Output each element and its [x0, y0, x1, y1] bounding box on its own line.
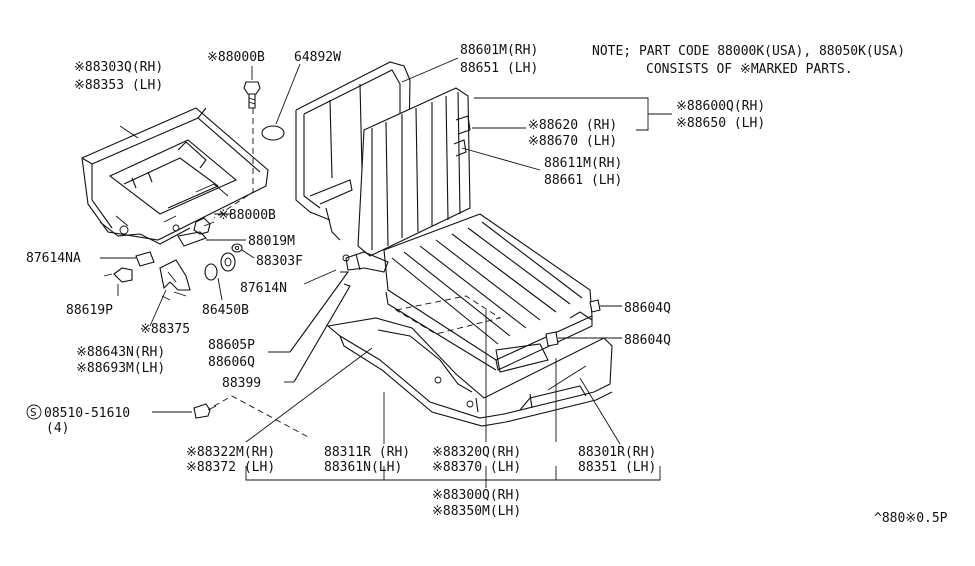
clip-88604Q-2 [545, 331, 559, 347]
clip-88604Q-1 [589, 299, 601, 313]
label-88300Q: ※88300Q(RH) [432, 488, 521, 503]
leader-88303Q [119, 125, 139, 139]
label-88606Q: 88606Q [208, 355, 255, 370]
bracket-88300Q-ticks [383, 466, 557, 480]
rod-88399 [293, 283, 351, 383]
leader-87614N [303, 269, 337, 285]
leader-08510-dash [213, 395, 311, 439]
label-88651: 88651 (LH) [460, 61, 538, 76]
hinge-bracket [345, 251, 389, 273]
label-88693M: ※88693M(LH) [76, 361, 165, 376]
pin-87614N [342, 254, 350, 262]
label-88361N: 88361N(LH) [324, 460, 402, 475]
screw-symbol-badge: S [26, 404, 42, 420]
screw-08510-51610 [193, 403, 217, 419]
bracket-88300Q [245, 466, 661, 481]
cap-64892W [261, 125, 285, 141]
leader-88303F [241, 249, 255, 259]
note-line-2: CONSISTS OF ※MARKED PARTS. [646, 62, 853, 77]
label-88611M: 88611M(RH) [544, 156, 622, 171]
leader-88611M [461, 147, 541, 171]
push-clip-88619P [103, 267, 133, 283]
screw-symbol: S [30, 406, 37, 419]
leader-88375 [149, 289, 167, 327]
bolt-88000B-mid [193, 217, 215, 235]
label-88320Q: ※88320Q(RH) [432, 445, 521, 460]
bolt-88000B-top [243, 81, 261, 109]
leader-88000B-top [213, 108, 254, 219]
label-88604Q-2: 88604Q [624, 333, 671, 348]
label-88643N: ※88643N(RH) [76, 345, 165, 360]
label-87614N: 87614N [240, 281, 287, 296]
label-88605P: 88605P [208, 338, 255, 353]
leader-86450B [217, 277, 223, 301]
seat-cushion-drawing [383, 213, 593, 373]
label-08510-qty: (4) [46, 421, 69, 436]
washer-88303F [231, 243, 243, 253]
label-88322M: ※88322M(RH) [186, 445, 275, 460]
ring-86450B [204, 263, 218, 281]
label-88375: ※88375 [140, 322, 190, 337]
label-88620: ※88620 (RH) [528, 118, 617, 133]
label-88000B-mid: ※88000B [218, 208, 276, 223]
label-88303F: 88303F [256, 254, 303, 269]
hook-88375 [159, 259, 191, 291]
console-box-drawing [81, 107, 269, 245]
label-88601M: 88601M(RH) [460, 43, 538, 58]
label-87614NA: 87614NA [26, 251, 81, 266]
leader-64892W [275, 63, 301, 125]
label-88399: 88399 [222, 376, 261, 391]
label-88301R: 88301R(RH) [578, 445, 656, 460]
label-88372: ※88372 (LH) [186, 460, 275, 475]
label-88370: ※88370 (LH) [432, 460, 521, 475]
label-88650: ※88650 (LH) [676, 116, 765, 131]
leader-88601M [401, 57, 459, 83]
rod-88605P [289, 271, 350, 353]
label-08510-51610: 08510-51610 [44, 406, 130, 421]
label-88353: ※88353 (LH) [74, 78, 163, 93]
label-88670: ※88670 (LH) [528, 134, 617, 149]
leader-88322M [245, 347, 373, 443]
grommet-86450B [220, 252, 236, 272]
footer-code: ^880※0.5P [874, 511, 948, 526]
strap-88019M [177, 231, 207, 247]
label-88303Q: ※88303Q(RH) [74, 60, 163, 75]
label-88604Q-1: 88604Q [624, 301, 671, 316]
leader-88301R [579, 377, 621, 445]
label-88351: 88351 (LH) [578, 460, 656, 475]
label-88350M: ※88350M(LH) [432, 504, 521, 519]
seat-frame-drawing [326, 295, 613, 427]
label-88019M: 88019M [248, 234, 295, 249]
label-88661: 88661 (LH) [544, 173, 622, 188]
seat-back-cushion-drawing [357, 87, 471, 257]
label-88000B-top: ※88000B [207, 50, 265, 65]
label-86450B: 86450B [202, 303, 249, 318]
label-88600Q: ※88600Q(RH) [676, 99, 765, 114]
clip-87614NA [135, 251, 155, 267]
hook-tip [161, 291, 187, 301]
note-line-1: NOTE; PART CODE 88000K(USA), 88050K(USA) [592, 44, 905, 59]
label-88619P: 88619P [66, 303, 113, 318]
label-64892W: 64892W [294, 50, 341, 65]
label-88311R: 88311R (RH) [324, 445, 410, 460]
